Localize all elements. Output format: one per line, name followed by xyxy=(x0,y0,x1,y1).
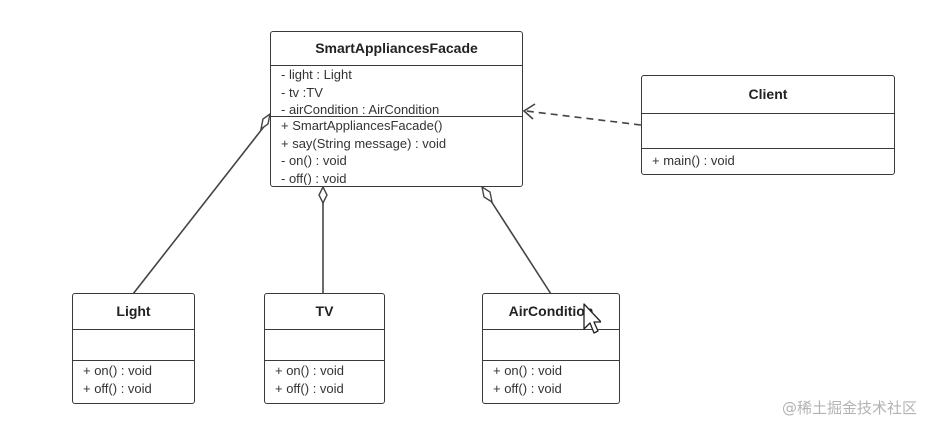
method-off: + off() : void xyxy=(275,380,344,396)
methods-section: + on() : void + off() : void xyxy=(483,361,619,401)
method-on: + on() : void xyxy=(493,363,563,378)
aggregation-line-light xyxy=(132,123,267,295)
method-main: + main() : void xyxy=(652,153,735,168)
watermark-text: @稀土掘金技术社区 xyxy=(781,399,917,417)
aggregation-diamond-light xyxy=(259,112,272,131)
class-name-client: Client xyxy=(642,76,894,114)
attribute-aircondition: - airCondition : AirCondition xyxy=(281,102,440,117)
methods-section: + on() : void + off() : void xyxy=(265,361,384,401)
method-off: + off() : void xyxy=(493,380,562,396)
method-on: + on() : void xyxy=(83,363,153,378)
methods-section: + main() : void xyxy=(642,149,894,174)
method-off: - off() : void xyxy=(281,170,347,186)
attributes-section xyxy=(483,330,619,361)
mouse-pointer-icon xyxy=(583,303,601,334)
aggregation-diamond-tv xyxy=(318,185,328,205)
method-constructor: + SmartAppliancesFacade() xyxy=(281,118,443,133)
attributes-section xyxy=(265,330,384,361)
attributes-section xyxy=(642,114,894,149)
methods-section: + on() : void + off() : void xyxy=(73,361,194,401)
class-box-aircondition[interactable]: AirCondition + on() : void + off() : voi… xyxy=(482,293,620,404)
attributes-section xyxy=(73,330,194,361)
dependency-line-client xyxy=(525,110,642,126)
dependency-arrowhead xyxy=(522,103,536,120)
method-say: + say(String message) : void xyxy=(281,135,447,151)
attribute-light: - light : Light xyxy=(281,67,352,82)
class-name-tv: TV xyxy=(265,294,384,330)
class-name-aircondition: AirCondition xyxy=(483,294,619,330)
aggregation-line-aircondition xyxy=(490,200,552,295)
method-on: + on() : void xyxy=(275,363,345,378)
class-name-light: Light xyxy=(73,294,194,330)
class-name-smartappliancesfacade: SmartAppliancesFacade xyxy=(271,32,522,66)
aggregation-diamond-aircondition xyxy=(480,185,494,204)
method-on: - on() : void xyxy=(281,153,347,168)
class-box-smartappliancesfacade[interactable]: SmartAppliancesFacade - light : Light - … xyxy=(270,31,523,187)
class-box-client[interactable]: Client + main() : void xyxy=(641,75,895,175)
method-off: + off() : void xyxy=(83,380,152,396)
class-box-light[interactable]: Light + on() : void + off() : void xyxy=(72,293,195,404)
methods-section: + SmartAppliancesFacade() + say(String m… xyxy=(271,117,522,185)
class-box-tv[interactable]: TV + on() : void + off() : void xyxy=(264,293,385,404)
attribute-tv: - tv :TV xyxy=(281,84,323,100)
attributes-section: - light : Light - tv :TV - airCondition … xyxy=(271,66,522,117)
